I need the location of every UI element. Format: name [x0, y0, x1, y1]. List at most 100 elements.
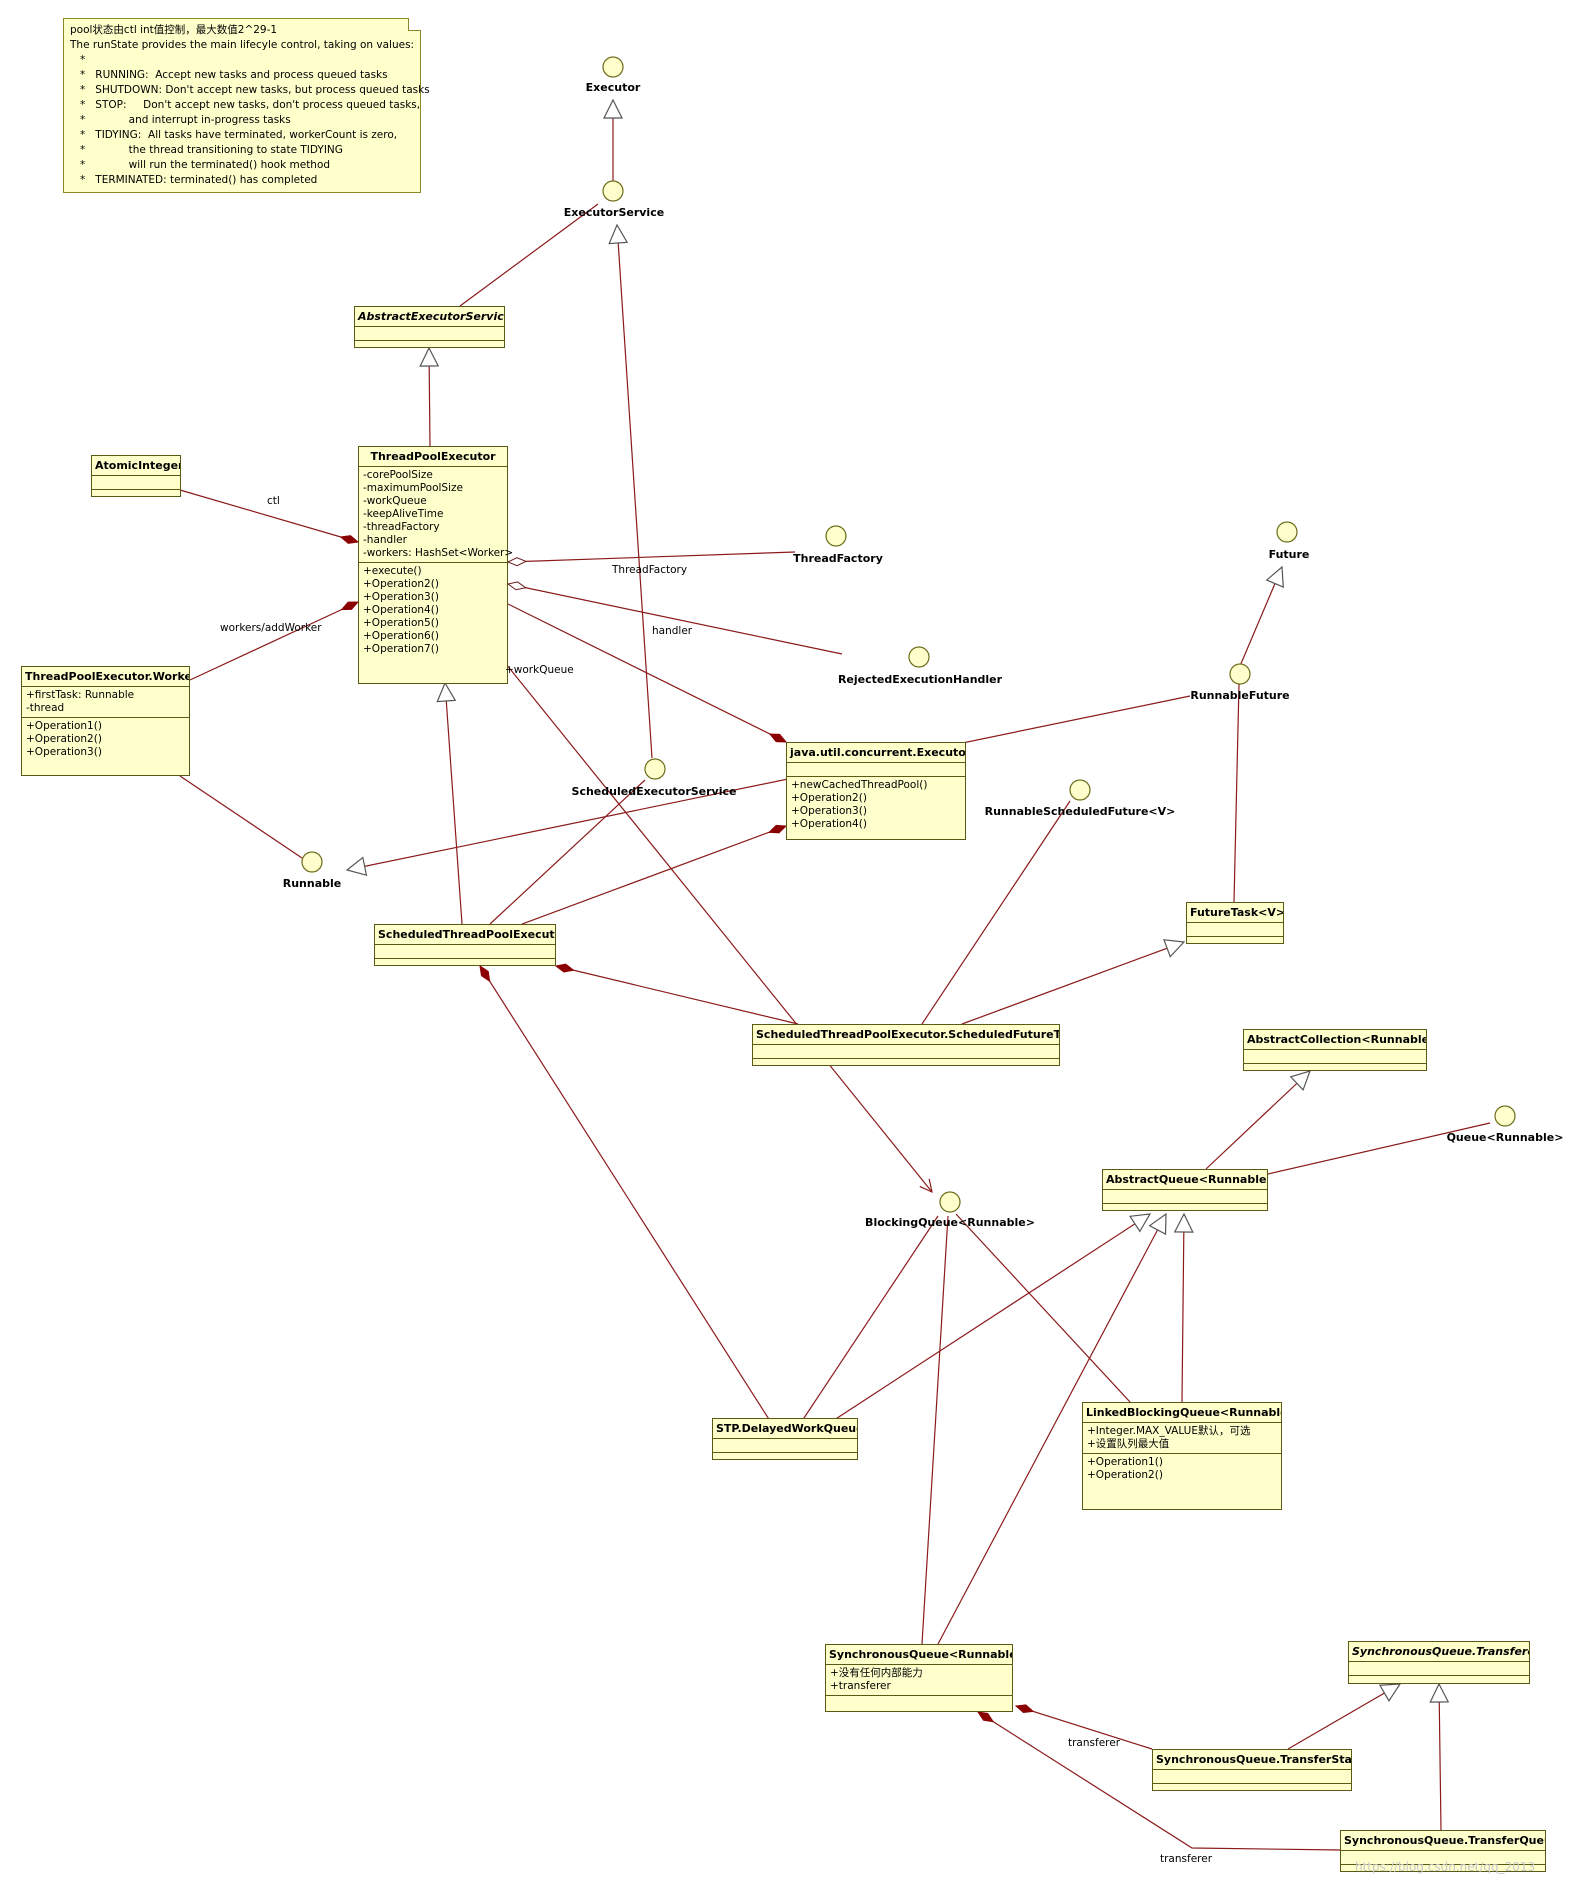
class-transferstack-attributes	[1153, 1770, 1351, 1784]
interface-rejectedexecutionhandler-label: RejectedExecutionHandler	[837, 673, 1003, 686]
attribute-row: +transferer	[830, 1680, 891, 1692]
edge-ctl-composition	[179, 489, 358, 542]
class-delayedworkqueue[interactable]: STP.DelayedWorkQueue	[712, 1418, 858, 1460]
class-abstractqueue[interactable]: AbstractQueue<Runnable>	[1102, 1169, 1268, 1211]
interface-runnablescheduledfuture-label: RunnableScheduledFuture<V>	[984, 805, 1176, 818]
operation-row: +Operation1()	[1087, 1456, 1163, 1468]
edge-abstractexecutorservice-to-executorservice	[459, 203, 599, 307]
edge-label-ctl: ctl	[267, 495, 280, 507]
interface-runnablefuture-icon	[1229, 663, 1251, 685]
class-delayedworkqueue-operations	[713, 1453, 857, 1466]
class-scheduledfuturetask[interactable]: ScheduledThreadPoolExecutor.ScheduledFut…	[752, 1024, 1060, 1066]
interface-runnablefuture-label: RunnableFuture	[1190, 689, 1290, 702]
class-abstractcollection-attributes	[1244, 1050, 1426, 1064]
class-executors[interactable]: java.util.concurrent.Executors +newCache…	[786, 742, 966, 840]
interface-runnablescheduledfuture-icon	[1069, 779, 1091, 801]
edge-workers-composition	[189, 601, 358, 681]
class-futuretask[interactable]: FutureTask<V>	[1186, 902, 1284, 944]
operation-row: +newCachedThreadPool()	[791, 779, 928, 791]
edge-transferstack-to-transferer	[1287, 1684, 1400, 1750]
note-line: * the thread transitioning to state TIDY…	[70, 144, 343, 156]
interface-future-icon	[1276, 521, 1298, 543]
operation-row: +Operation7()	[363, 643, 439, 655]
class-abstractcollection[interactable]: AbstractCollection<Runnable>	[1243, 1029, 1427, 1071]
edge-threadpoolexecutor-to-abstractexecutorservice	[429, 348, 430, 447]
attribute-row: -workQueue	[363, 495, 427, 507]
edge-label-workers-addworker: workers/addWorker	[220, 622, 322, 634]
edge-synchronousqueue-to-abstractqueue	[937, 1214, 1166, 1645]
edge-runnablefuture-to-future	[1239, 567, 1282, 667]
note-line: * RUNNING: Accept new tasks and process …	[70, 69, 388, 81]
class-futuretask-operations	[1187, 937, 1283, 950]
operation-row: +Operation2()	[363, 578, 439, 590]
class-linkedblockingqueue-name: LinkedBlockingQueue<Runnable>	[1083, 1403, 1281, 1423]
class-threadpoolexecutor[interactable]: ThreadPoolExecutor -corePoolSize -maximu…	[358, 446, 514, 684]
edge-workqueue-association	[505, 663, 932, 1192]
attribute-row: -workers: HashSet<Worker>	[363, 547, 514, 559]
interface-threadfactory-label: ThreadFactory	[793, 552, 883, 565]
attribute-row: -corePoolSize	[363, 469, 433, 481]
class-atomicinteger-operations	[92, 490, 180, 503]
edge-scheduledtpe-to-scheduledexecutorservice	[489, 779, 646, 925]
edge-label-workqueue: +workQueue	[505, 664, 574, 676]
class-executors-name: java.util.concurrent.Executors	[787, 743, 965, 763]
class-transferstack[interactable]: SynchronousQueue.TransferStack	[1152, 1749, 1352, 1791]
edge-executors-threadpoolexecutor-composition	[507, 603, 786, 742]
class-threadpoolexecutor-worker[interactable]: ThreadPoolExecutor.Worker +firstTask: Ru…	[21, 666, 190, 776]
interface-queue-label: Queue<Runnable>	[1446, 1131, 1564, 1144]
edge-synchronousqueue-transferqueue-composition	[978, 1712, 1341, 1851]
class-synchronousqueue[interactable]: SynchronousQueue<Runnable> +没有任何内部能力 +tr…	[825, 1644, 1013, 1712]
edge-scheduledfuturetask-to-futuretask	[961, 942, 1184, 1025]
operation-row: +execute()	[363, 565, 422, 577]
class-abstractexecutorservice-operations	[355, 341, 504, 354]
attribute-row: +没有任何内部能力	[830, 1667, 923, 1679]
class-scheduledthreadpoolexecutor[interactable]: ScheduledThreadPoolExecutor	[374, 924, 556, 966]
class-transferqueue[interactable]: SynchronousQueue.TransferQueue	[1340, 1830, 1546, 1872]
class-transferstack-name: SynchronousQueue.TransferStack	[1153, 1750, 1351, 1770]
note-line: * SHUTDOWN: Don't accept new tasks, but …	[70, 84, 430, 96]
edge-scheduledfuturetask-to-runnablescheduledfuture	[921, 800, 1071, 1025]
edge-transferqueue-to-transferer	[1439, 1684, 1441, 1831]
operation-row: +Operation6()	[363, 630, 439, 642]
class-transferqueue-attributes	[1341, 1851, 1545, 1865]
note-line: *	[70, 54, 86, 66]
class-transferer-operations	[1349, 1676, 1529, 1689]
class-synchronousqueue-operations	[826, 1696, 1012, 1709]
edge-handler-association	[508, 584, 843, 655]
class-scheduledthreadpoolexecutor-operations	[375, 959, 555, 972]
class-transferer-name: SynchronousQueue.Transferer	[1349, 1642, 1529, 1662]
class-delayedworkqueue-name: STP.DelayedWorkQueue	[713, 1419, 857, 1439]
operation-row: +Operation3()	[363, 591, 439, 603]
edge-scheduledexecutorservice-to-executorservice	[617, 225, 653, 759]
class-scheduledthreadpoolexecutor-name: ScheduledThreadPoolExecutor	[375, 925, 555, 945]
class-abstractexecutorservice[interactable]: AbstractExecutorService	[354, 306, 505, 348]
class-executors-attributes	[787, 763, 965, 777]
operation-row: +Operation1()	[26, 720, 102, 732]
note-line: * will run the terminated() hook method	[70, 159, 331, 171]
class-linkedblockingqueue-operations: +Operation1() +Operation2()	[1083, 1454, 1281, 1484]
edge-synchronousqueue-to-blockingqueue	[921, 1215, 949, 1645]
class-atomicinteger[interactable]: AtomicInteger	[91, 455, 181, 497]
interface-rejectedexecutionhandler-icon	[908, 646, 930, 668]
class-transferstack-operations	[1153, 1784, 1351, 1797]
watermark: https://blog.csdn.net/qq_2013	[1355, 1860, 1536, 1874]
edge-linkedblockingqueue-to-blockingqueue	[955, 1213, 1131, 1403]
class-worker-attributes: +firstTask: Runnable -thread	[22, 687, 189, 718]
note-line: * TERMINATED: terminated() has completed	[70, 174, 318, 186]
interface-executorservice-icon	[602, 180, 624, 202]
class-linkedblockingqueue[interactable]: LinkedBlockingQueue<Runnable> +Integer.M…	[1082, 1402, 1282, 1510]
interface-executorservice-label: ExecutorService	[563, 206, 665, 219]
operation-row: +Operation5()	[363, 617, 439, 629]
class-abstractqueue-name: AbstractQueue<Runnable>	[1103, 1170, 1267, 1190]
class-worker-name: ThreadPoolExecutor.Worker	[22, 667, 189, 687]
attribute-row: -threadFactory	[363, 521, 440, 533]
edge-runnablefuture-to-runnable	[347, 695, 1191, 870]
edge-scheduledtpe-delayedworkqueue-composition	[480, 966, 773, 1425]
class-transferer[interactable]: SynchronousQueue.Transferer	[1348, 1641, 1530, 1684]
class-abstractqueue-attributes	[1103, 1190, 1267, 1204]
edge-futuretask-to-runnablefuture	[1233, 683, 1240, 903]
attribute-row: -thread	[26, 702, 65, 714]
attribute-row: +firstTask: Runnable	[26, 689, 135, 701]
